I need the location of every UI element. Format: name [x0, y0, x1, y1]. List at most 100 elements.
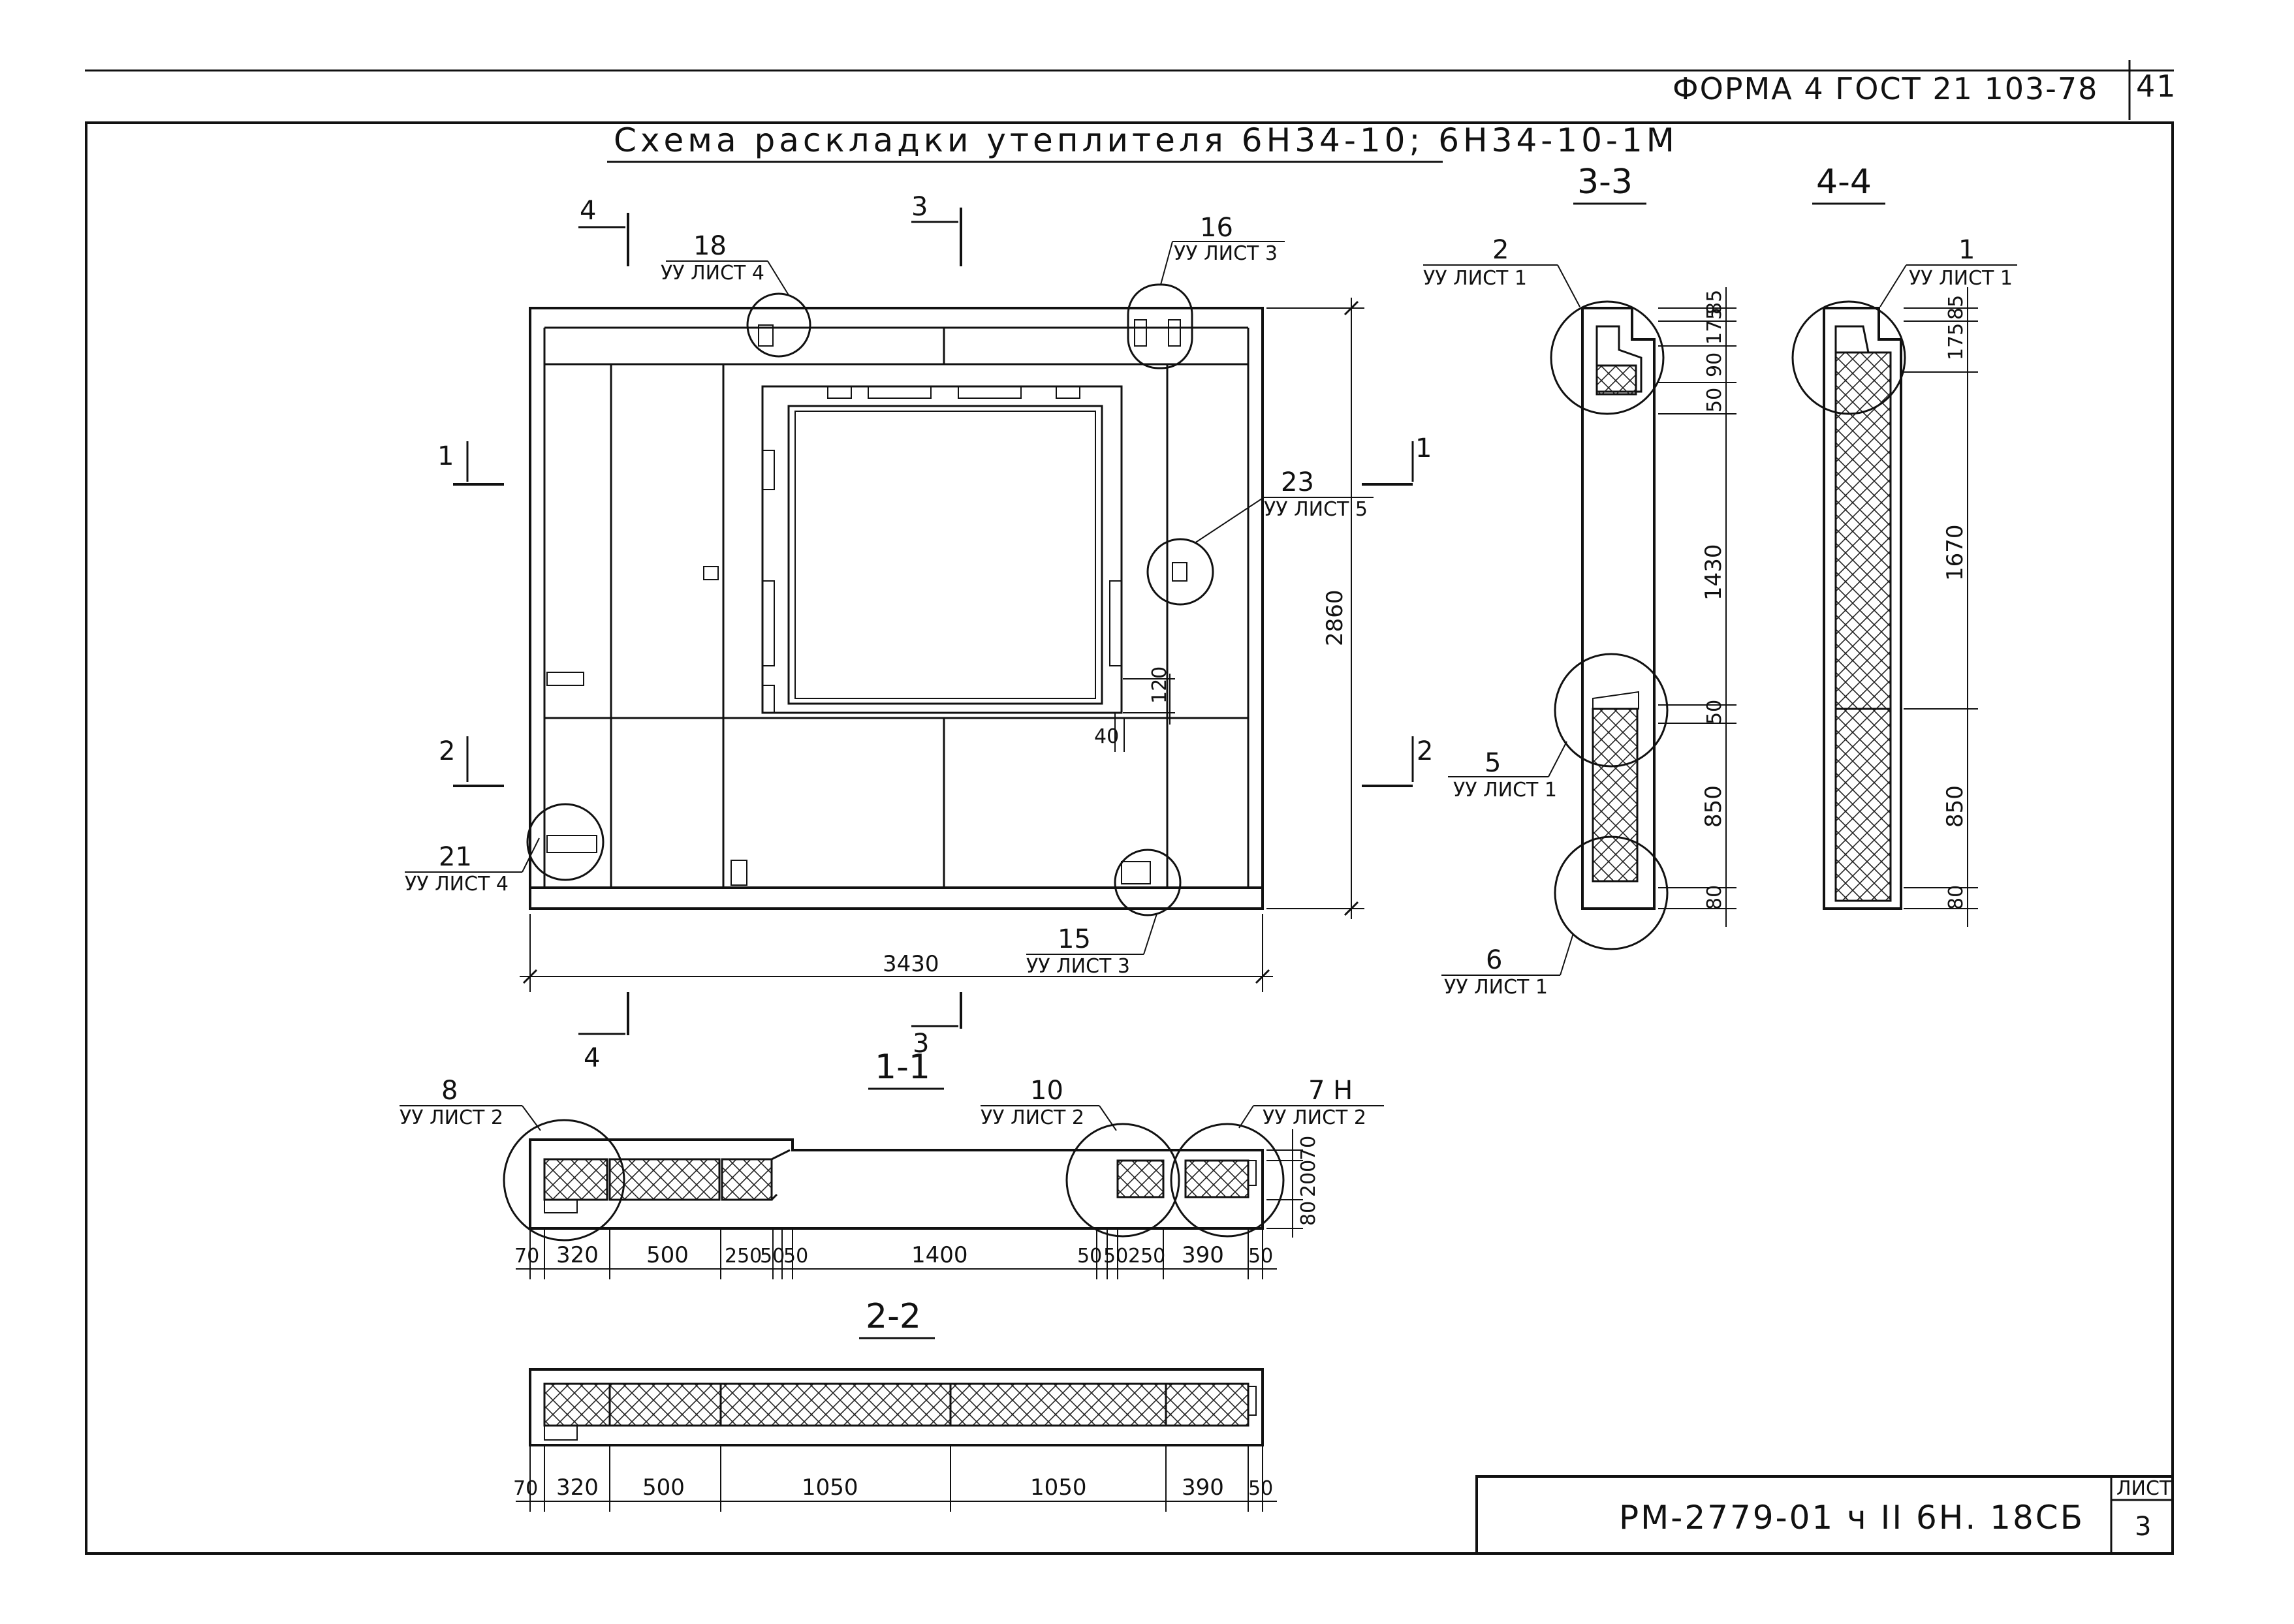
svg-text:40: 40 — [1094, 725, 1119, 748]
svg-text:50: 50 — [1703, 388, 1726, 413]
section-4-4-caption: 4-4 — [1816, 163, 1872, 202]
svg-text:85: 85 — [1703, 290, 1726, 315]
section-2-2-insulation-1 — [543, 1382, 611, 1427]
window-clip-5 — [762, 450, 775, 490]
svg-text:85: 85 — [1945, 295, 1968, 320]
drawing-frame — [85, 121, 2174, 1555]
section-2-2-caption: 2-2 — [866, 1297, 921, 1336]
callout-5-ref: УУ ЛИСТ 1 — [1453, 779, 1557, 802]
callout-16-num: 16 — [1200, 213, 1233, 243]
svg-text:1430: 1430 — [1701, 544, 1727, 601]
callout-6-num: 6 — [1486, 945, 1502, 975]
section-2-2-outline — [529, 1368, 1264, 1446]
callout-circle-7h — [1170, 1123, 1285, 1238]
section-3-3-insulation — [1592, 708, 1639, 882]
plan-width-value: 3430 — [883, 951, 939, 977]
svg-text:80: 80 — [1703, 885, 1726, 910]
section-1-1-insulation-5 — [1184, 1159, 1249, 1198]
callout-circle-2 — [1550, 300, 1665, 415]
section-1-1-insulation-3 — [721, 1158, 773, 1201]
detail-block-4 — [546, 835, 597, 853]
svg-text:120: 120 — [1148, 666, 1171, 704]
callout-circle-10 — [1065, 1123, 1180, 1238]
svg-text:80: 80 — [1945, 885, 1968, 910]
svg-text:250: 250 — [1128, 1245, 1165, 1268]
callout-5-num: 5 — [1485, 748, 1501, 778]
window-inner — [794, 411, 1096, 699]
callout-circle-5 — [1554, 653, 1669, 768]
detail-block-7 — [1134, 319, 1147, 347]
svg-text:50: 50 — [760, 1245, 785, 1268]
callout-21-leader — [522, 837, 540, 873]
svg-text:320: 320 — [556, 1475, 599, 1501]
section-3-3-mid-piece — [1592, 691, 1639, 710]
form-label: ФОРМА 4 ГОСТ 21 103-78 — [1673, 71, 2098, 106]
callout-15-leader — [1143, 913, 1157, 955]
svg-text:50: 50 — [1103, 1245, 1128, 1268]
section-1-1-caption: 1-1 — [875, 1048, 930, 1087]
callout-7h-ref: УУ ЛИСТ 2 — [1263, 1106, 1366, 1129]
callout-15-num: 15 — [1058, 924, 1091, 954]
stamp-frame — [1475, 1475, 2174, 1555]
callout-18-ref: УУ ЛИСТ 4 — [661, 262, 764, 285]
callout-23-num: 23 — [1281, 467, 1314, 497]
callout-circle-18 — [746, 292, 811, 358]
svg-text:1050: 1050 — [802, 1475, 858, 1501]
callout-circle-16 — [1127, 283, 1193, 369]
svg-text:3: 3 — [911, 192, 928, 222]
callout-1-num: 1 — [1958, 235, 1975, 265]
detail-block-9 — [758, 324, 774, 347]
callout-1-ref: УУ ЛИСТ 1 — [1909, 267, 2013, 290]
svg-text:70: 70 — [513, 1477, 538, 1500]
svg-text:320: 320 — [556, 1242, 599, 1268]
callout-15-ref: УУ ЛИСТ 3 — [1026, 955, 1130, 978]
section-1-1-insulation-2 — [608, 1158, 721, 1201]
sheet-corner-number: 41 — [2136, 69, 2177, 104]
callout-8-num: 8 — [441, 1076, 458, 1106]
callout-circle-15 — [1114, 849, 1182, 916]
svg-text:200: 200 — [1297, 1160, 1320, 1197]
callout-16-leader — [1160, 241, 1173, 285]
section-4-4-top-element — [1834, 325, 1870, 354]
svg-text:50: 50 — [1703, 700, 1726, 725]
svg-text:390: 390 — [1182, 1475, 1224, 1501]
section-2-2-dims: 70 320 500 1050 1050 390 50 — [513, 1445, 1277, 1512]
svg-text:50: 50 — [783, 1245, 808, 1268]
section-3-3: 3-3 2 УУ ЛИСТ 1 5 УУ ЛИСТ 1 6 УУ ЛИСТ 1 — [1423, 163, 1736, 999]
detail-block-5 — [1121, 861, 1151, 884]
section-3-3-caption: 3-3 — [1577, 163, 1633, 202]
header-strip: ФОРМА 4 ГОСТ 21 103-78 41 — [85, 60, 2177, 120]
svg-text:250: 250 — [725, 1245, 762, 1268]
svg-text:3: 3 — [913, 1029, 929, 1059]
section-1-1: 1-1 8 УУ ЛИСТ 2 10 УУ ЛИСТ 2 7 Н УУ ЛИСТ… — [400, 1048, 1384, 1279]
section-4-4-insulation — [1834, 351, 1892, 902]
callout-circle-21 — [526, 803, 605, 881]
section-1-1-dims-v: 70 200 80 — [1266, 1129, 1320, 1238]
callout-10-ref: УУ ЛИСТ 2 — [981, 1106, 1084, 1129]
section-2-2-insulation-2 — [608, 1382, 722, 1427]
section-4-4: 4-4 1 УУ ЛИСТ 1 85 175 1670 850 80 — [1791, 163, 2017, 927]
section-4-4-dims: 85 175 1670 850 80 — [1904, 287, 1978, 927]
section-3-3-dims: 85 175 90 50 1430 50 850 80 — [1658, 287, 1736, 927]
svg-text:1050: 1050 — [1030, 1475, 1087, 1501]
svg-text:1: 1 — [437, 441, 454, 471]
svg-text:500: 500 — [646, 1242, 689, 1268]
detail-block-2 — [731, 860, 747, 886]
section-mark-2-left: 2 — [439, 736, 504, 787]
section-mark-3-bottom: 3 — [911, 992, 962, 1059]
section-1-1-insulation-4 — [1116, 1159, 1165, 1198]
callout-2-num: 2 — [1492, 235, 1509, 265]
callout-23-leader — [1194, 497, 1265, 544]
svg-text:1670: 1670 — [1942, 524, 1968, 581]
drawing-title: Схема раскладки утеплителя 6Н34-10; 6Н34… — [614, 121, 1678, 159]
callout-21-ref: УУ ЛИСТ 4 — [405, 873, 509, 896]
window-opening — [787, 405, 1103, 705]
callout-7h-num: 7 Н — [1308, 1076, 1353, 1106]
callout-10-num: 10 — [1030, 1076, 1063, 1106]
plan-width-dimension: 3430 — [520, 914, 1273, 992]
callout-2-ref: УУ ЛИСТ 1 — [1423, 267, 1527, 290]
svg-text:500: 500 — [642, 1475, 685, 1501]
section-mark-1-left: 1 — [437, 441, 504, 486]
detail-block-1 — [703, 566, 719, 580]
